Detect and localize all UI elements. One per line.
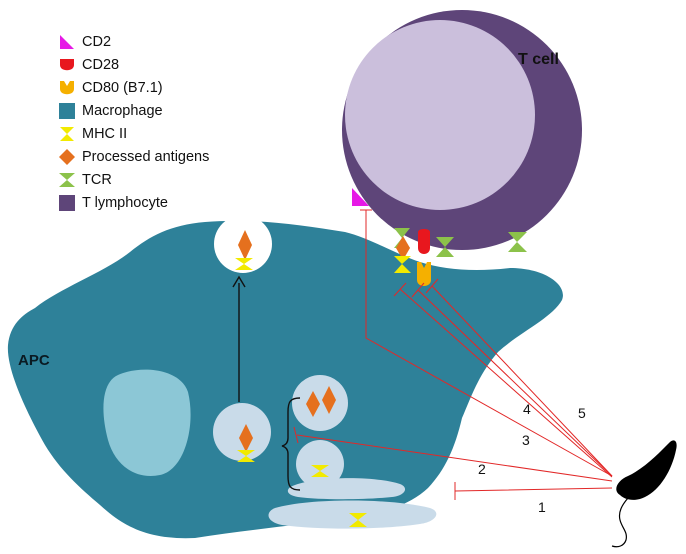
macrophage-square-icon: [59, 102, 75, 119]
apc-label: APC: [18, 352, 50, 369]
t-lymphocyte-square-icon: [59, 194, 75, 211]
inhibition-line-cd2: [360, 209, 613, 477]
legend-item-macrophage: Macrophage: [58, 99, 209, 122]
inhibition-line-2: [293, 426, 613, 482]
synapse-antigen-diamond: [396, 236, 410, 260]
inhibition-line-4: [411, 282, 613, 477]
legend-item-tcr: TCR: [58, 168, 209, 191]
synapse-mhc-ii-icon: [394, 256, 411, 273]
apc-nucleus: [103, 369, 191, 476]
tcr-right: [508, 232, 527, 252]
cd28-receptor-icon: [60, 58, 74, 70]
inhibition-number-4: 4: [523, 401, 531, 417]
inhibition-number-3: 3: [522, 432, 530, 448]
tick-leg: [611, 497, 629, 548]
legend-label-t-lymphocyte: T lymphocyte: [82, 194, 168, 211]
golgi-mhc-ii-icon: [349, 513, 367, 527]
antigen-diamond-left: [306, 391, 320, 417]
legend-label-cd28: CD28: [82, 56, 120, 73]
antigen-vesicle: [292, 375, 348, 431]
antigen-diamond-right: [322, 386, 336, 414]
surface-mhc-ii-icon: [235, 258, 253, 270]
tcr-hourglass-icon: [59, 172, 75, 187]
tcr-middle: [436, 237, 454, 257]
inhibition-line-3: [393, 282, 613, 478]
antigen-diamond-icon: [59, 148, 75, 165]
loading-mhc-ii-icon: [237, 450, 255, 462]
legend-item-mhc-ii: MHC II: [58, 122, 209, 145]
inhibition-line-1: [454, 482, 613, 500]
legend-item-cd2: CD2: [58, 30, 209, 53]
cd80-ligand-icon: [60, 80, 74, 94]
mhc-ii-hourglass-icon: [60, 126, 74, 141]
loading-antigen-diamond: [239, 424, 253, 452]
legend-label-processed-antigens: Processed antigens: [82, 148, 210, 165]
legend-item-processed-antigens: Processed antigens: [58, 145, 209, 168]
transport-arrow-head: [232, 275, 246, 288]
t-cell-nucleus: [345, 20, 535, 210]
inhibition-number-5: 5: [578, 405, 586, 421]
legend-label-cd2: CD2: [82, 33, 112, 50]
mhc-vesicle-mhc-ii-icon: [311, 465, 329, 477]
inhibition-line-5: [425, 278, 613, 477]
legend-label-macrophage: Macrophage: [82, 102, 163, 119]
surface-antigen-diamond: [238, 230, 252, 260]
mhc-vesicle: [296, 440, 344, 488]
cd28-receptor: [418, 229, 430, 254]
legend-label-mhc-ii: MHC II: [82, 125, 128, 142]
fusion-brace: [281, 397, 301, 491]
legend-item-cd80: CD80 (B7.1): [58, 76, 209, 99]
legend-item-cd28: CD28: [58, 53, 209, 76]
legend-item-t-lymphocyte: T lymphocyte: [58, 191, 209, 214]
cd2-triangle: [352, 188, 369, 206]
legend: CD2 CD28 CD80 (B7.1) Macrophage MHC II P…: [58, 30, 209, 214]
inhibition-number-2: 2: [478, 461, 486, 477]
cd80-ligand: [417, 262, 431, 286]
inhibition-lines: [293, 209, 613, 500]
cd2-triangle-icon: [60, 34, 74, 49]
legend-label-cd80: CD80 (B7.1): [82, 79, 163, 96]
tick-icon: [616, 440, 677, 500]
inhibition-number-1: 1: [538, 499, 546, 515]
t-cell-label: T cell: [518, 51, 559, 68]
legend-label-tcr: TCR: [82, 171, 112, 188]
